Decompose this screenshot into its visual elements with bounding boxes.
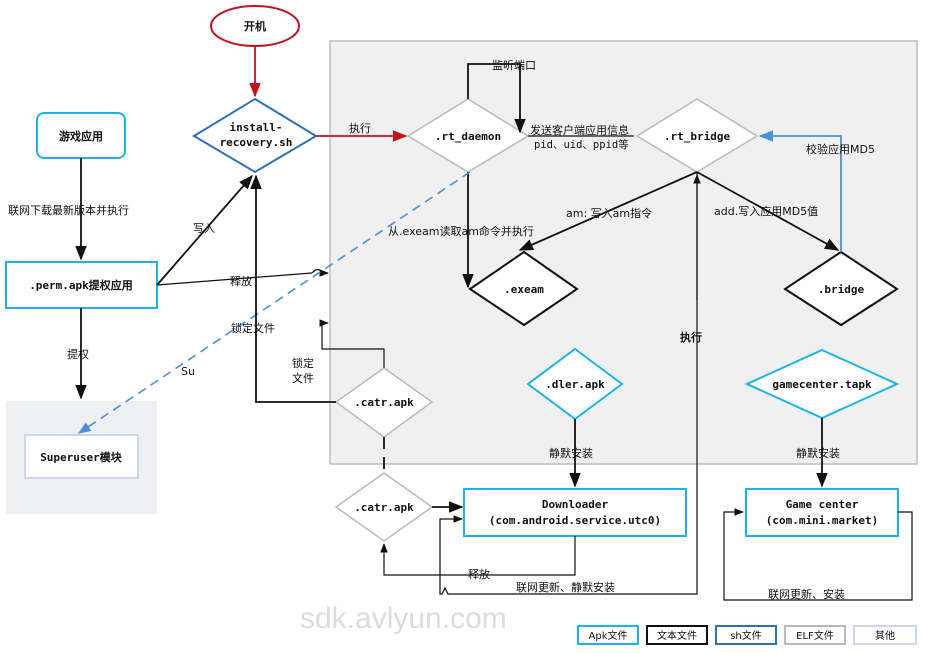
label-listen-port: 监听端口 (492, 59, 536, 72)
node-bridge-label: .bridge (818, 283, 865, 296)
legend-text: 文本文件 (657, 629, 697, 642)
label-silent-install-2: 静默安装 (796, 446, 840, 460)
legend-other: 其他 (875, 629, 895, 642)
label-silent-install-1: 静默安装 (549, 446, 593, 460)
node-downloader-line2: (com.android.service.utc0) (489, 514, 661, 527)
node-catr-outer (334, 472, 434, 542)
label-lock-file-2a: 锁定 (292, 356, 314, 370)
node-exeam (468, 250, 579, 327)
edge-bridge-to-exeam (518, 171, 698, 251)
legend-sh-swatch (715, 625, 777, 645)
label-am-write: am: 写入am指令 (566, 206, 652, 220)
node-game-center-line2: (com.mini.market) (766, 514, 879, 527)
label-add-write: add.写入应用MD5值 (714, 204, 818, 218)
node-catr-outer-label: .catr.apk (354, 501, 414, 514)
legend: Apk文件 文本文件 sh文件 ELF文件 其他 (577, 625, 917, 645)
label-read-exeam: 从.exeam读取am命令并执行 (388, 224, 534, 238)
node-install-recovery (192, 97, 318, 174)
edge-perm-release (156, 272, 313, 286)
legend-apk-swatch (577, 625, 639, 645)
node-superuser (24, 434, 139, 479)
legend-sh: sh文件 (730, 629, 762, 642)
legend-other-swatch (853, 625, 917, 645)
label-root: 提权 (67, 348, 89, 361)
node-install-recovery-line1: install- (230, 121, 283, 134)
legend-elf: ELF文件 (796, 629, 834, 642)
label-execute-2: 执行 (680, 330, 702, 344)
label-release-1: 释放 (230, 274, 252, 288)
legend-elf-swatch (784, 625, 846, 645)
node-game-center (745, 488, 899, 537)
edge-listen-port (467, 63, 526, 134)
edge-downloader-release (380, 536, 576, 576)
label-execute-1: 执行 (349, 121, 371, 135)
node-downloader-line1: Downloader (542, 498, 609, 511)
label-su: Su (181, 365, 195, 378)
node-superuser-label: Superuser模块 (40, 450, 123, 464)
label-net-update-install: 联网更新、安装 (768, 587, 845, 601)
label-verify-md5: 校验应用MD5 (806, 142, 875, 156)
node-catr-inner-label: .catr.apk (354, 396, 414, 409)
label-send-client-info: 发送客户端应用信息 (530, 123, 629, 137)
edge-catr-lock-install (250, 174, 336, 403)
legend-text-swatch (646, 625, 708, 645)
node-install-recovery-line2: recovery.sh (220, 136, 293, 149)
label-release-2: 释放 (468, 567, 490, 581)
edge-bridge-to-dotbridge (696, 171, 840, 251)
label-lock-file-1: 锁定文件 (231, 321, 275, 335)
label-download-latest: 联网下载最新版本并执行 (8, 203, 129, 217)
node-power-on-label: 开机 (244, 19, 266, 33)
edge-su-dashed (77, 171, 471, 434)
node-gamecenter-tapk-label: gamecenter.tapk (772, 378, 872, 391)
node-downloader (463, 488, 687, 537)
edge-catr-lock-panel (319, 319, 385, 368)
label-write-in: 写入 (193, 222, 215, 235)
node-rt-bridge-label: .rt_bridge (664, 130, 731, 143)
node-perm-apk-label: .perm.apk提权应用 (29, 278, 133, 292)
node-exeam-label: .exeam (504, 283, 544, 296)
edge-gamecenter-update (723, 508, 913, 601)
legend-apk: Apk文件 (589, 629, 628, 642)
label-pid-info: pid、uid、ppid等 (534, 138, 629, 151)
node-rt-daemon-label: .rt_daemon (435, 130, 501, 143)
watermark: sdk.avlyun.com (300, 602, 507, 635)
node-bridge (783, 250, 899, 327)
node-dler-apk-label: .dler.apk (545, 378, 605, 391)
edge-perm-to-install (156, 174, 253, 286)
label-lock-file-2b: 文件 (292, 371, 314, 385)
label-net-update-silent: 联网更新、静默安装 (516, 580, 615, 594)
node-game-center-line1: Game center (786, 498, 859, 511)
edge-net-update-silent (439, 172, 698, 595)
node-game-app-label: 游戏应用 (59, 129, 103, 143)
edge-verify-md5 (758, 130, 842, 252)
edge-perm-release-hop (311, 268, 329, 277)
